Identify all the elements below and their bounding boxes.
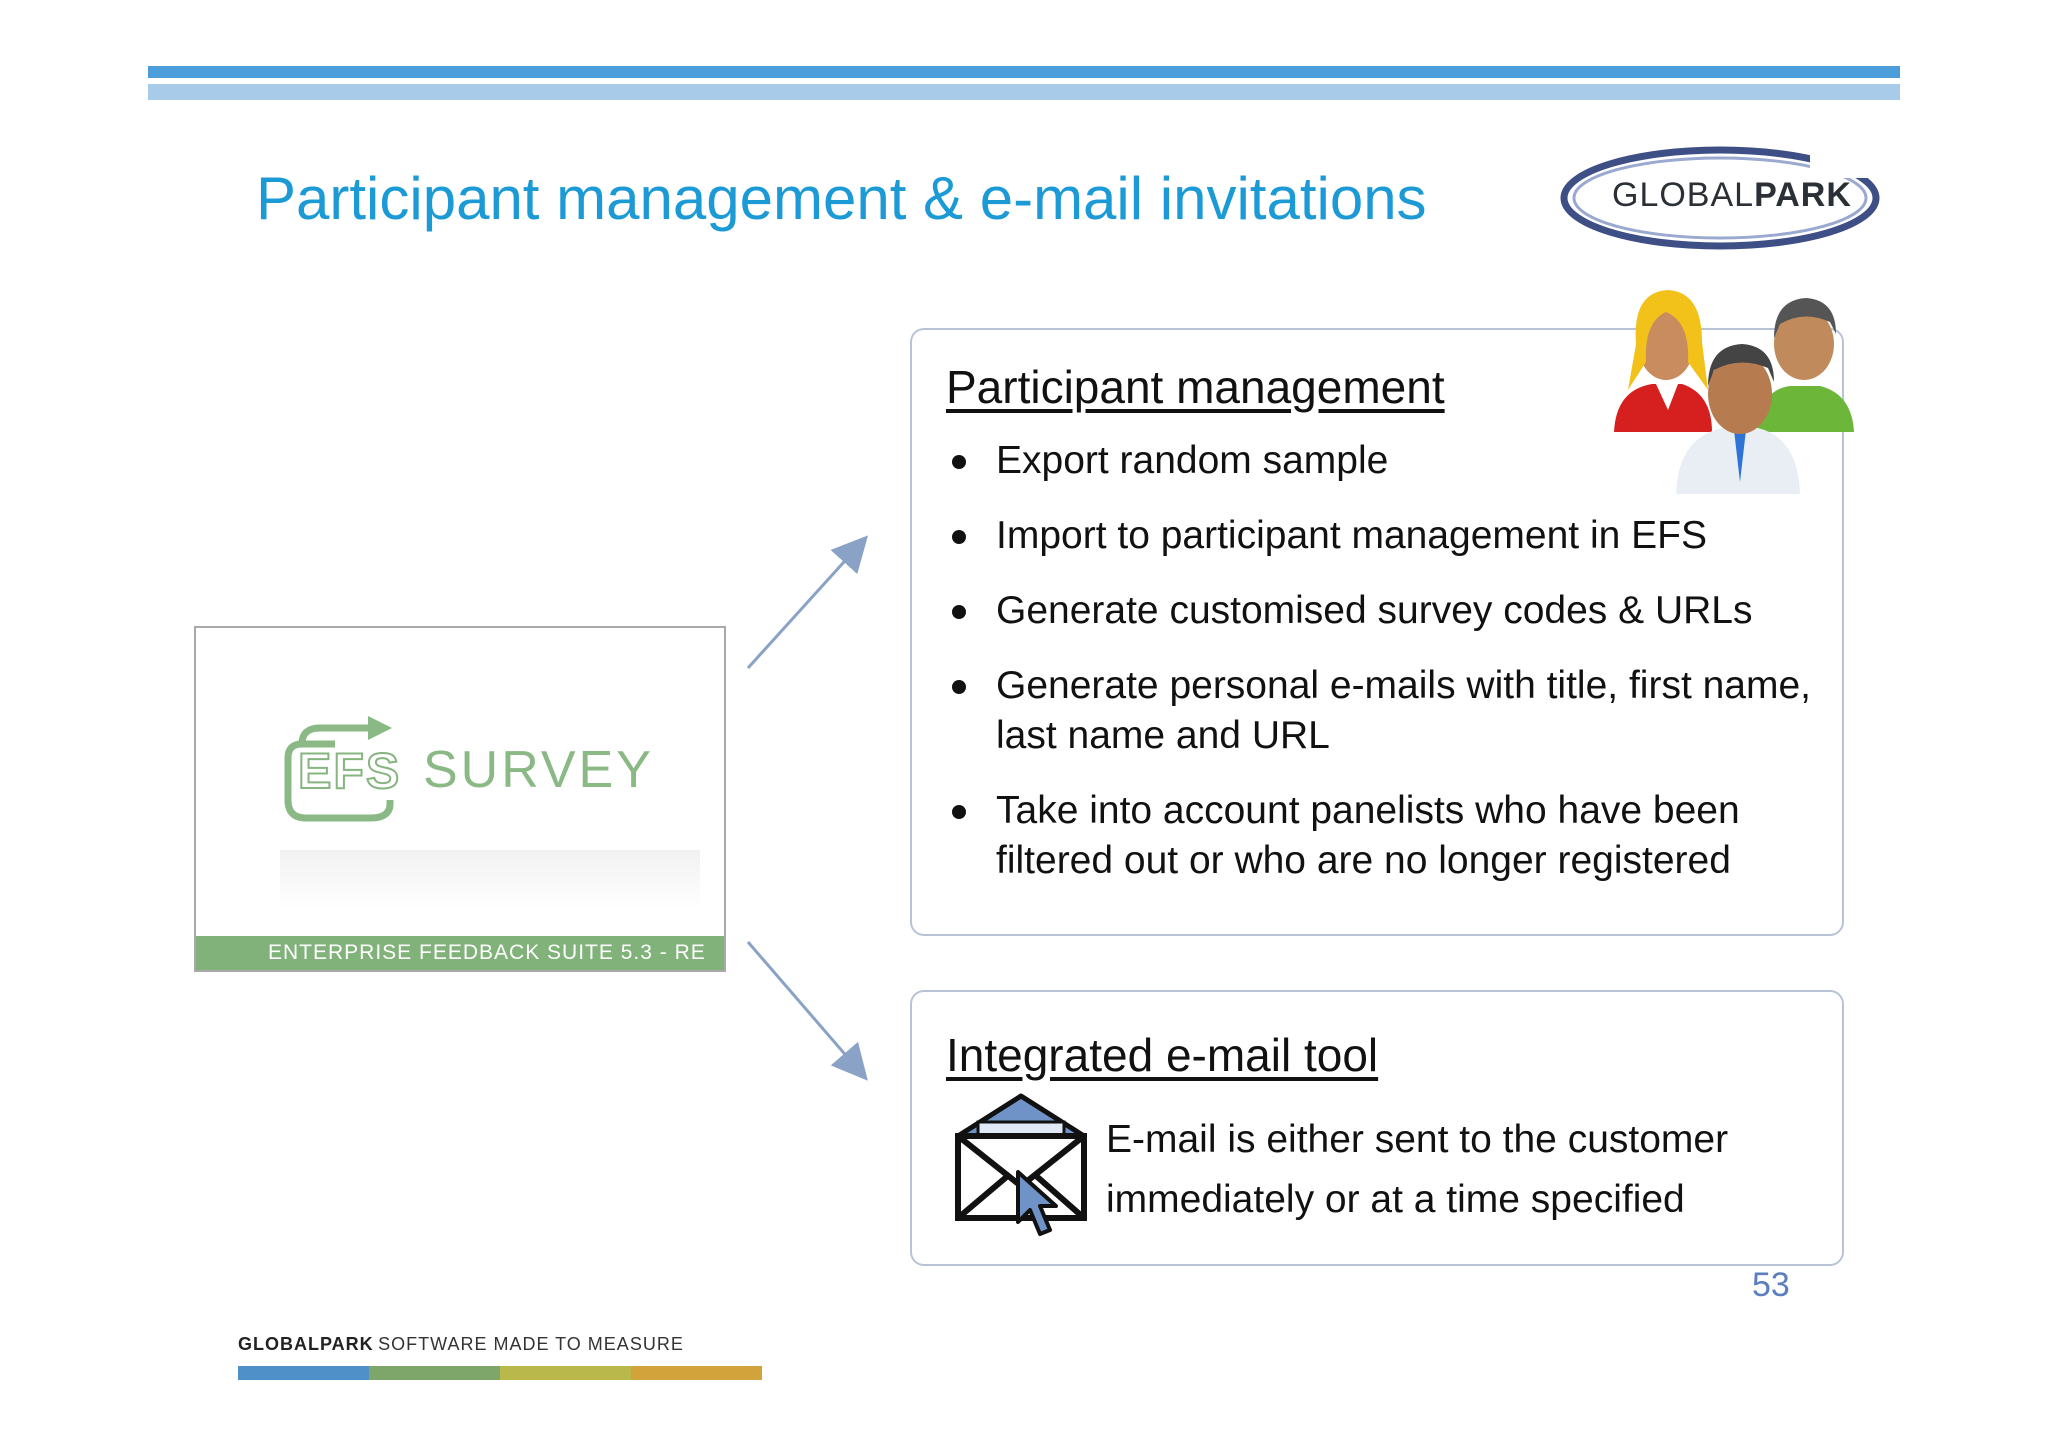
refresh-arrow-icon [284, 716, 394, 822]
top-accent-bar [148, 66, 1900, 78]
email-tool-heading: Integrated e-mail tool [946, 1029, 1379, 1081]
color-strip-segment [238, 1366, 369, 1380]
color-strip-segment [369, 1366, 500, 1380]
slide-title: Participant management & e-mail invitati… [256, 165, 1427, 232]
footer-tagline: SOFTWARE MADE TO MEASURE [378, 1334, 684, 1354]
logo-swoosh-icon [1560, 146, 1882, 250]
logo-wordmark: GLOBALPARK [1612, 176, 1852, 214]
people-group-icon [1614, 290, 1854, 494]
efs-survey-screenshot: EFS SURVEY ENTERPRISE FEEDBACK SUITE 5.3… [194, 626, 726, 972]
page-number: 53 [1752, 1266, 1790, 1304]
footer-color-strip [238, 1366, 762, 1380]
list-item: Export random sample [946, 436, 1826, 486]
efs-version-band: ENTERPRISE FEEDBACK SUITE 5.3 - RE [196, 936, 724, 970]
list-item: Import to participant management in EFS [946, 511, 1826, 561]
efs-wordmark: EFS [297, 742, 402, 800]
survey-wordmark: SURVEY [423, 741, 654, 799]
envelope-cursor-icon [955, 1093, 1087, 1236]
color-strip-segment [631, 1366, 762, 1380]
arrow-to-participant-box [746, 535, 869, 670]
arrow-to-email-box [746, 941, 868, 1081]
globalpark-logo: GLOBALPARK [1560, 146, 1882, 250]
list-item: Generate personal e-mails with title, fi… [946, 661, 1826, 761]
email-tool-description: E-mail is either sent to the customer im… [1106, 1118, 1729, 1221]
logo-reflection [280, 850, 700, 910]
footer-brand: GLOBALPARK SOFTWARE MADE TO MEASURE [238, 1334, 684, 1355]
efs-survey-logo: EFS SURVEY [280, 708, 700, 888]
list-item: Take into account panelists who have bee… [946, 786, 1826, 886]
participant-bullet-list: Export random sample Import to participa… [946, 436, 1826, 911]
color-strip-segment [500, 1366, 631, 1380]
participant-management-heading: Participant management [946, 361, 1445, 413]
footer-brand-name: GLOBALPARK [238, 1334, 374, 1354]
list-item: Generate customised survey codes & URLs [946, 586, 1826, 636]
top-accent-bar-light [148, 84, 1900, 100]
